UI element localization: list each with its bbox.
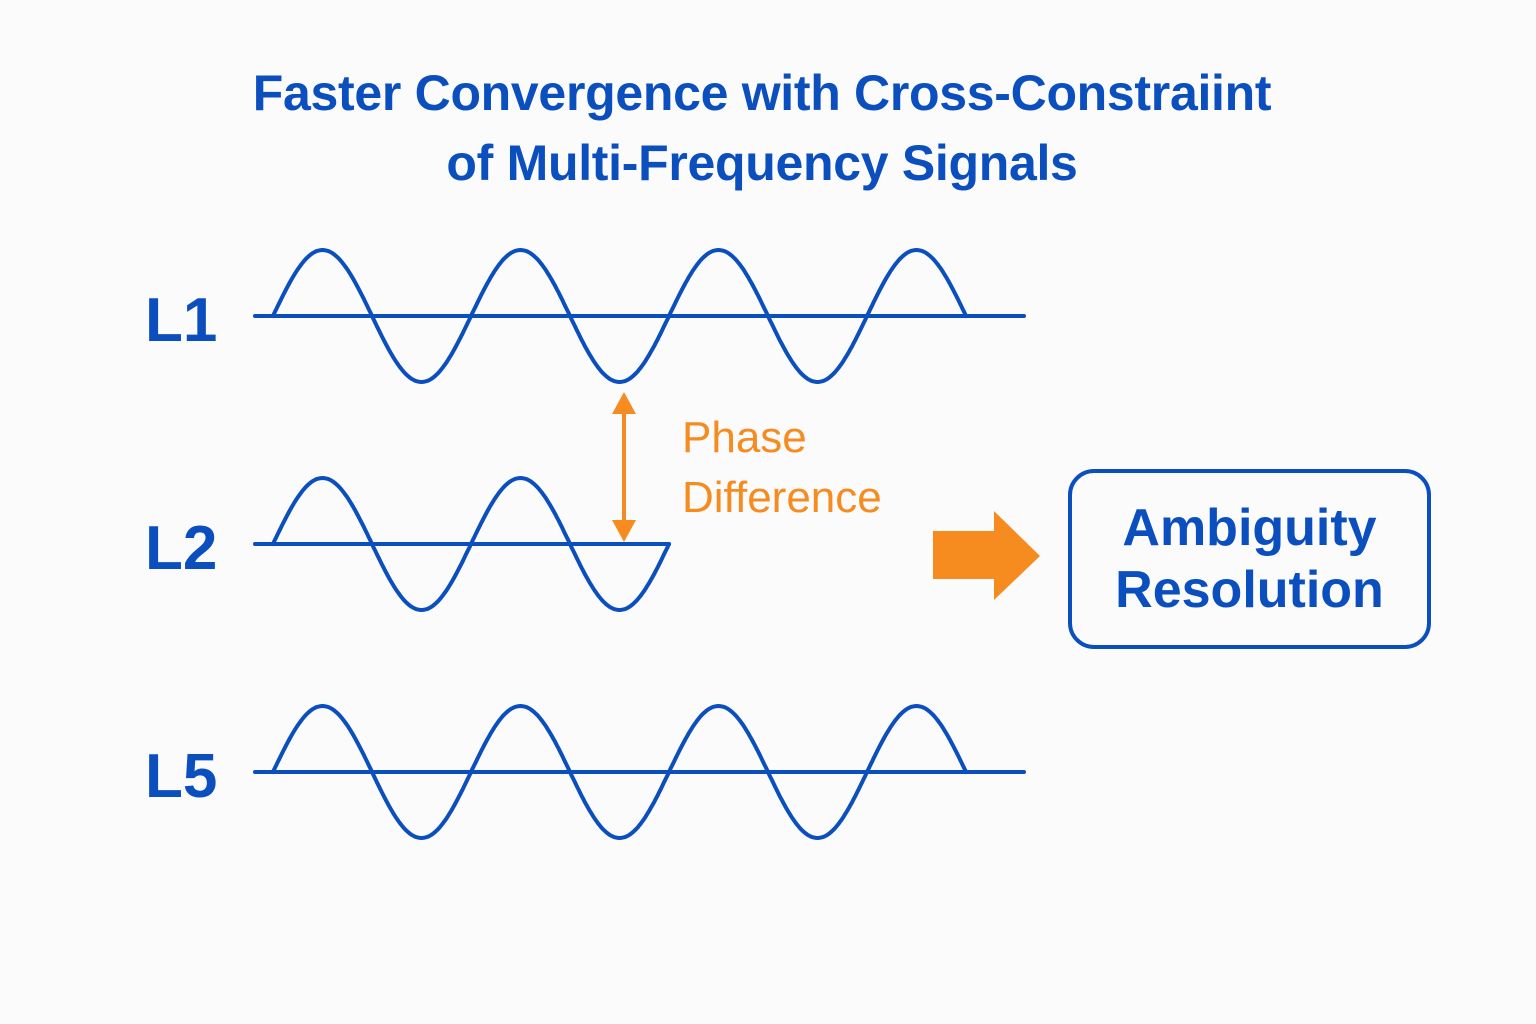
sine-wave	[271, 475, 671, 613]
phase-label-line-1: Phase	[682, 413, 807, 462]
ambiguity-resolution-box: Ambiguity Resolution	[1068, 469, 1431, 649]
arrowhead-up-icon	[612, 392, 636, 414]
signal-l5	[253, 703, 1026, 841]
phase-difference-arrow	[612, 392, 636, 542]
result-line-2: Resolution	[1115, 561, 1384, 619]
signal-l2	[253, 475, 671, 613]
title-line-1: Faster Convergence with Cross-Constraiin…	[252, 65, 1272, 121]
sine-wave	[271, 247, 968, 385]
signal-l1	[253, 247, 1026, 385]
diagram-title: Faster Convergence with Cross-Constraiin…	[0, 58, 1524, 198]
phase-label-line-2: Difference	[682, 473, 882, 522]
signal-label-l5: L5	[145, 742, 218, 811]
result-line-1: Ambiguity	[1122, 499, 1377, 557]
arrowhead-down-icon	[612, 520, 636, 542]
sine-wave	[271, 703, 968, 841]
signal-label-l2: L2	[145, 514, 218, 583]
right-arrow-icon	[933, 511, 1040, 600]
phase-difference-label: Phase Difference	[682, 408, 882, 528]
signal-label-l1: L1	[145, 286, 218, 355]
title-line-2: of Multi-Frequency Signals	[446, 135, 1078, 191]
